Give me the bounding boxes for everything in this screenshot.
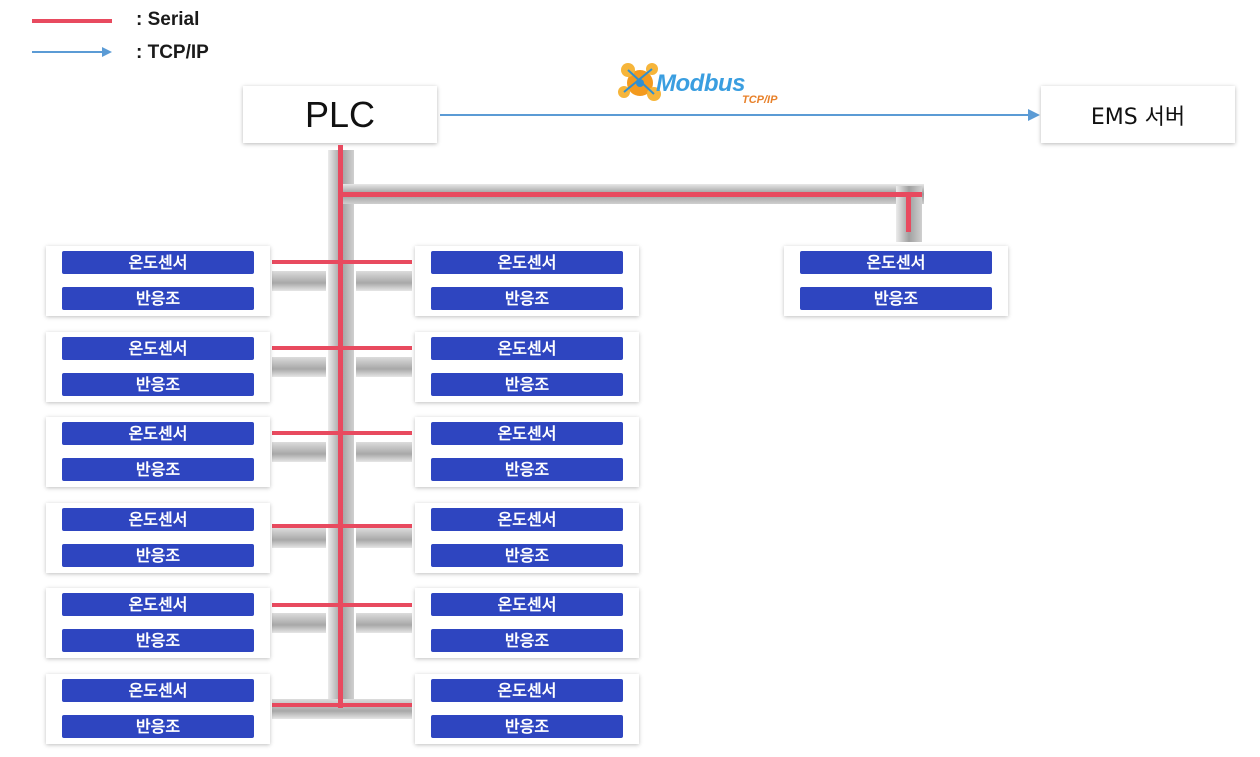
temperature-sensor-label: 온도센서 [62, 679, 254, 702]
temperature-sensor-label: 온도센서 [431, 251, 623, 274]
serial-top-horizontal [338, 192, 922, 197]
branch-stub [272, 528, 326, 548]
branch-stub [356, 271, 412, 291]
reactor-label: 반응조 [431, 373, 623, 396]
temperature-sensor-label: 온도센서 [62, 422, 254, 445]
temperature-sensor-label: 온도센서 [431, 593, 623, 616]
branch-stub [356, 613, 412, 633]
tcpip-legend-label: : TCP/IP [136, 42, 209, 63]
temperature-sensor-label: 온도센서 [62, 251, 254, 274]
device-card: 온도센서 반응조 [415, 246, 639, 316]
temperature-sensor-label: 온도센서 [62, 508, 254, 531]
branch-stub [272, 357, 326, 377]
device-card: 온도센서 반응조 [784, 246, 1008, 316]
reactor-label: 반응조 [62, 373, 254, 396]
serial-branch-line [272, 524, 412, 528]
modbus-name: Modbus [656, 70, 745, 97]
branch-stub [356, 528, 412, 548]
serial-main-line [338, 145, 343, 708]
reactor-label: 반응조 [62, 458, 254, 481]
tcpip-legend-arrow [32, 47, 112, 57]
reactor-label: 반응조 [431, 544, 623, 567]
ems-server-label: EMS 서버 [1090, 104, 1186, 130]
serial-branch-line [272, 703, 412, 707]
reactor-label: 반응조 [431, 458, 623, 481]
branch-stub [356, 442, 412, 462]
branch-stub [356, 357, 412, 377]
reactor-label: 반응조 [62, 715, 254, 738]
device-card: 온도센서 반응조 [415, 503, 639, 573]
device-card: 온도센서 반응조 [46, 417, 270, 487]
branch-stub [272, 442, 326, 462]
device-card: 온도센서 반응조 [46, 332, 270, 402]
serial-branch-line [272, 260, 412, 264]
tcpip-connection-arrow [440, 109, 1040, 121]
temperature-sensor-label: 온도센서 [800, 251, 992, 274]
device-card: 온도센서 반응조 [46, 674, 270, 744]
temperature-sensor-label: 온도센서 [62, 593, 254, 616]
reactor-label: 반응조 [431, 629, 623, 652]
reactor-label: 반응조 [62, 287, 254, 310]
serial-legend-line [32, 19, 112, 23]
temperature-sensor-label: 온도센서 [431, 679, 623, 702]
ems-server-box: EMS 서버 [1041, 86, 1235, 143]
serial-right-drop [906, 192, 911, 232]
reactor-label: 반응조 [62, 629, 254, 652]
modbus-logo-icon [618, 63, 661, 101]
plc-label: PLC [304, 93, 376, 135]
serial-branch-line [272, 431, 412, 435]
plc-box: PLC [243, 86, 437, 143]
device-card: 온도센서 반응조 [415, 674, 639, 744]
modbus-logo: Modbus TCP/IP [616, 60, 796, 108]
serial-branch-line [272, 603, 412, 607]
device-card: 온도센서 반응조 [415, 332, 639, 402]
serial-branch-line [272, 346, 412, 350]
device-card: 온도센서 반응조 [415, 417, 639, 487]
device-card: 온도센서 반응조 [46, 246, 270, 316]
modbus-sub: TCP/IP [742, 94, 778, 106]
temperature-sensor-label: 온도센서 [62, 337, 254, 360]
device-card: 온도센서 반응조 [46, 503, 270, 573]
reactor-label: 반응조 [800, 287, 992, 310]
legend: : Serial : TCP/IP [0, 0, 260, 70]
temperature-sensor-label: 온도센서 [431, 337, 623, 360]
reactor-label: 반응조 [431, 287, 623, 310]
serial-legend-label: : Serial [136, 9, 200, 30]
temperature-sensor-label: 온도센서 [431, 422, 623, 445]
branch-stub [272, 613, 326, 633]
device-card: 온도센서 반응조 [46, 588, 270, 658]
reactor-label: 반응조 [431, 715, 623, 738]
reactor-label: 반응조 [62, 544, 254, 567]
device-card: 온도센서 반응조 [415, 588, 639, 658]
branch-stub [272, 271, 326, 291]
temperature-sensor-label: 온도센서 [431, 508, 623, 531]
